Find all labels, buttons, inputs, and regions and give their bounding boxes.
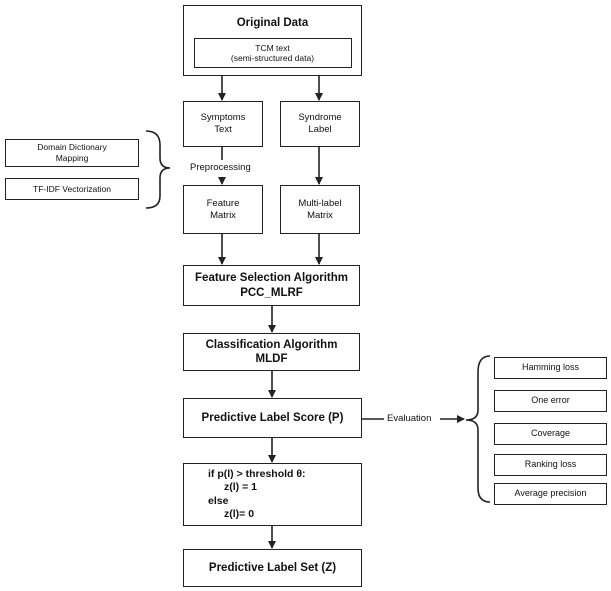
metric-hamming-loss: Hamming loss: [494, 357, 607, 379]
metric-average-precision-label: Average precision: [514, 488, 587, 499]
tcm-text-line1: TCM text: [255, 42, 290, 53]
syndrome-label-box: Syndrome Label: [280, 101, 360, 147]
feature-matrix-box: Feature Matrix: [183, 185, 263, 234]
feature-selection-line2: PCC_MLRF: [240, 286, 303, 299]
metric-coverage: Coverage: [494, 423, 607, 445]
multilabel-matrix-line2: Matrix: [307, 209, 333, 221]
tcm-text-box: TCM text (semi-structured data): [193, 38, 352, 69]
classification-box: Classification Algorithm MLDF: [183, 333, 360, 371]
feature-selection-box: Feature Selection Algorithm PCC_MLRF: [183, 265, 360, 306]
tfidf-box: TF-IDF Vectorization: [5, 178, 139, 200]
left-brace: [145, 130, 171, 209]
classification-line1: Classification Algorithm: [205, 338, 338, 351]
metric-ranking-loss: Ranking loss: [494, 454, 607, 476]
syndrome-line2: Label: [308, 124, 332, 135]
metric-one-error: One error: [494, 390, 607, 412]
domain-dictionary-line2: Mapping: [55, 153, 89, 163]
multilabel-matrix-line1: Multi-label: [298, 197, 342, 209]
multilabel-matrix-box: Multi-label Matrix: [280, 185, 360, 234]
feature-matrix-line2: Matrix: [210, 209, 236, 221]
syndrome-line1: Syndrome: [298, 112, 342, 124]
symptoms-line2: Text: [214, 124, 232, 135]
metric-average-precision: Average precision: [494, 483, 607, 505]
threshold-line3: else: [208, 494, 229, 507]
threshold-line2: z(l) = 1: [224, 481, 257, 494]
predictive-set-box: Predictive Label Set (Z): [183, 549, 362, 587]
threshold-rule-box: if p(l) > threshold θ: z(l) = 1 else z(l…: [183, 463, 362, 526]
symptoms-text-box: Symptoms Text: [183, 101, 263, 147]
metric-one-error-label: One error: [531, 395, 570, 406]
threshold-line1: if p(l) > threshold θ:: [208, 468, 306, 481]
right-brace: [465, 355, 491, 503]
domain-dictionary-line1: Domain Dictionary: [37, 142, 107, 153]
tcm-text-line2: (semi-structured data): [230, 53, 315, 64]
original-data-title: Original Data: [236, 17, 309, 29]
preprocessing-label: Preprocessing: [188, 162, 253, 173]
predictive-score-box: Predictive Label Score (P): [183, 398, 362, 438]
feature-selection-line1: Feature Selection Algorithm: [195, 272, 348, 285]
original-data-box: Original Data TCM text (semi-structured …: [183, 5, 362, 76]
symptoms-line1: Symptoms: [200, 112, 246, 124]
domain-dictionary-box: Domain Dictionary Mapping: [5, 139, 139, 167]
evaluation-label: Evaluation: [387, 413, 432, 424]
predictive-score-label: Predictive Label Score (P): [201, 411, 344, 424]
classification-line2: MLDF: [255, 353, 288, 365]
metric-hamming-loss-label: Hamming loss: [521, 362, 579, 373]
feature-matrix-line1: Feature: [206, 197, 240, 209]
threshold-line4: z(l)= 0: [224, 507, 255, 520]
tfidf-label: TF-IDF Vectorization: [33, 183, 111, 194]
metric-coverage-label: Coverage: [530, 428, 571, 439]
metric-ranking-loss-label: Ranking loss: [524, 459, 577, 470]
predictive-set-label: Predictive Label Set (Z): [208, 561, 337, 574]
